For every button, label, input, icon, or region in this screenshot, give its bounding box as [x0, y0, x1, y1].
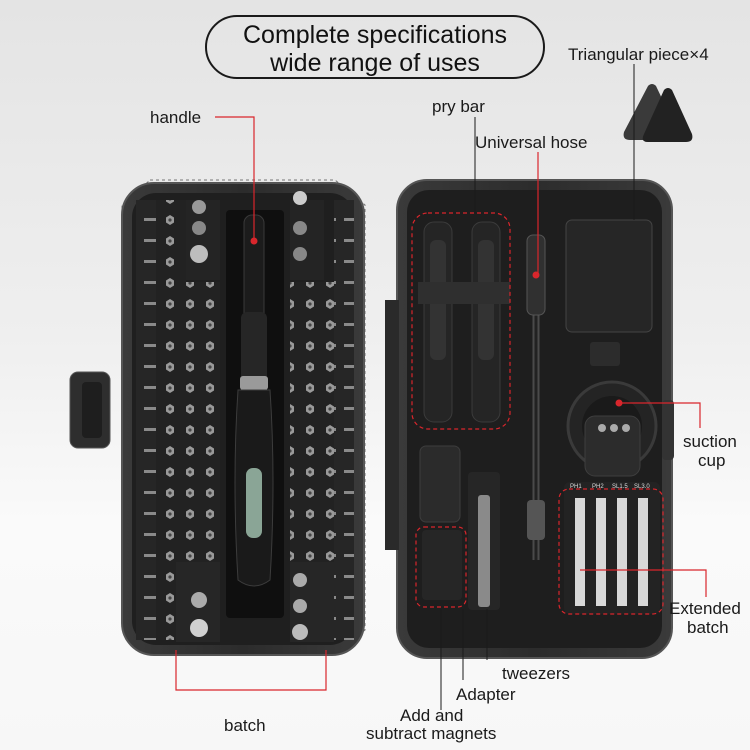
label-suction-line-1: suction	[683, 432, 737, 451]
triangular-pick-icon	[623, 84, 693, 142]
label-pry-bar: pry bar	[432, 97, 485, 116]
label-suction-line-2: cup	[698, 451, 726, 470]
label-extended-line-2: batch	[687, 618, 729, 637]
label-extended-line-1: Extended	[669, 599, 741, 618]
label-magnets-line-1: Add and	[400, 706, 464, 725]
headline-line-1: Complete specifications	[242, 21, 507, 49]
label-tweezers: tweezers	[502, 664, 571, 683]
label-adapter: Adapter	[456, 685, 516, 704]
headline-pill: Complete specifications wide range of us…	[205, 15, 545, 79]
headline-line-2: wide range of uses	[270, 49, 480, 77]
label-universal-hose: Universal hose	[475, 133, 588, 152]
label-batch: batch	[224, 716, 266, 735]
label-magnets-line-2: subtract magnets	[366, 724, 497, 743]
label-triangular-piece: Triangular piece×4	[568, 45, 709, 64]
label-handle: handle	[150, 108, 202, 127]
bit-label-sl15: SL1.5	[612, 484, 628, 490]
bit-label-ph2: PH2	[592, 484, 604, 490]
bit-label-sl30: SL3.0	[634, 484, 650, 490]
bit-label-ph1: PH1	[570, 484, 582, 490]
